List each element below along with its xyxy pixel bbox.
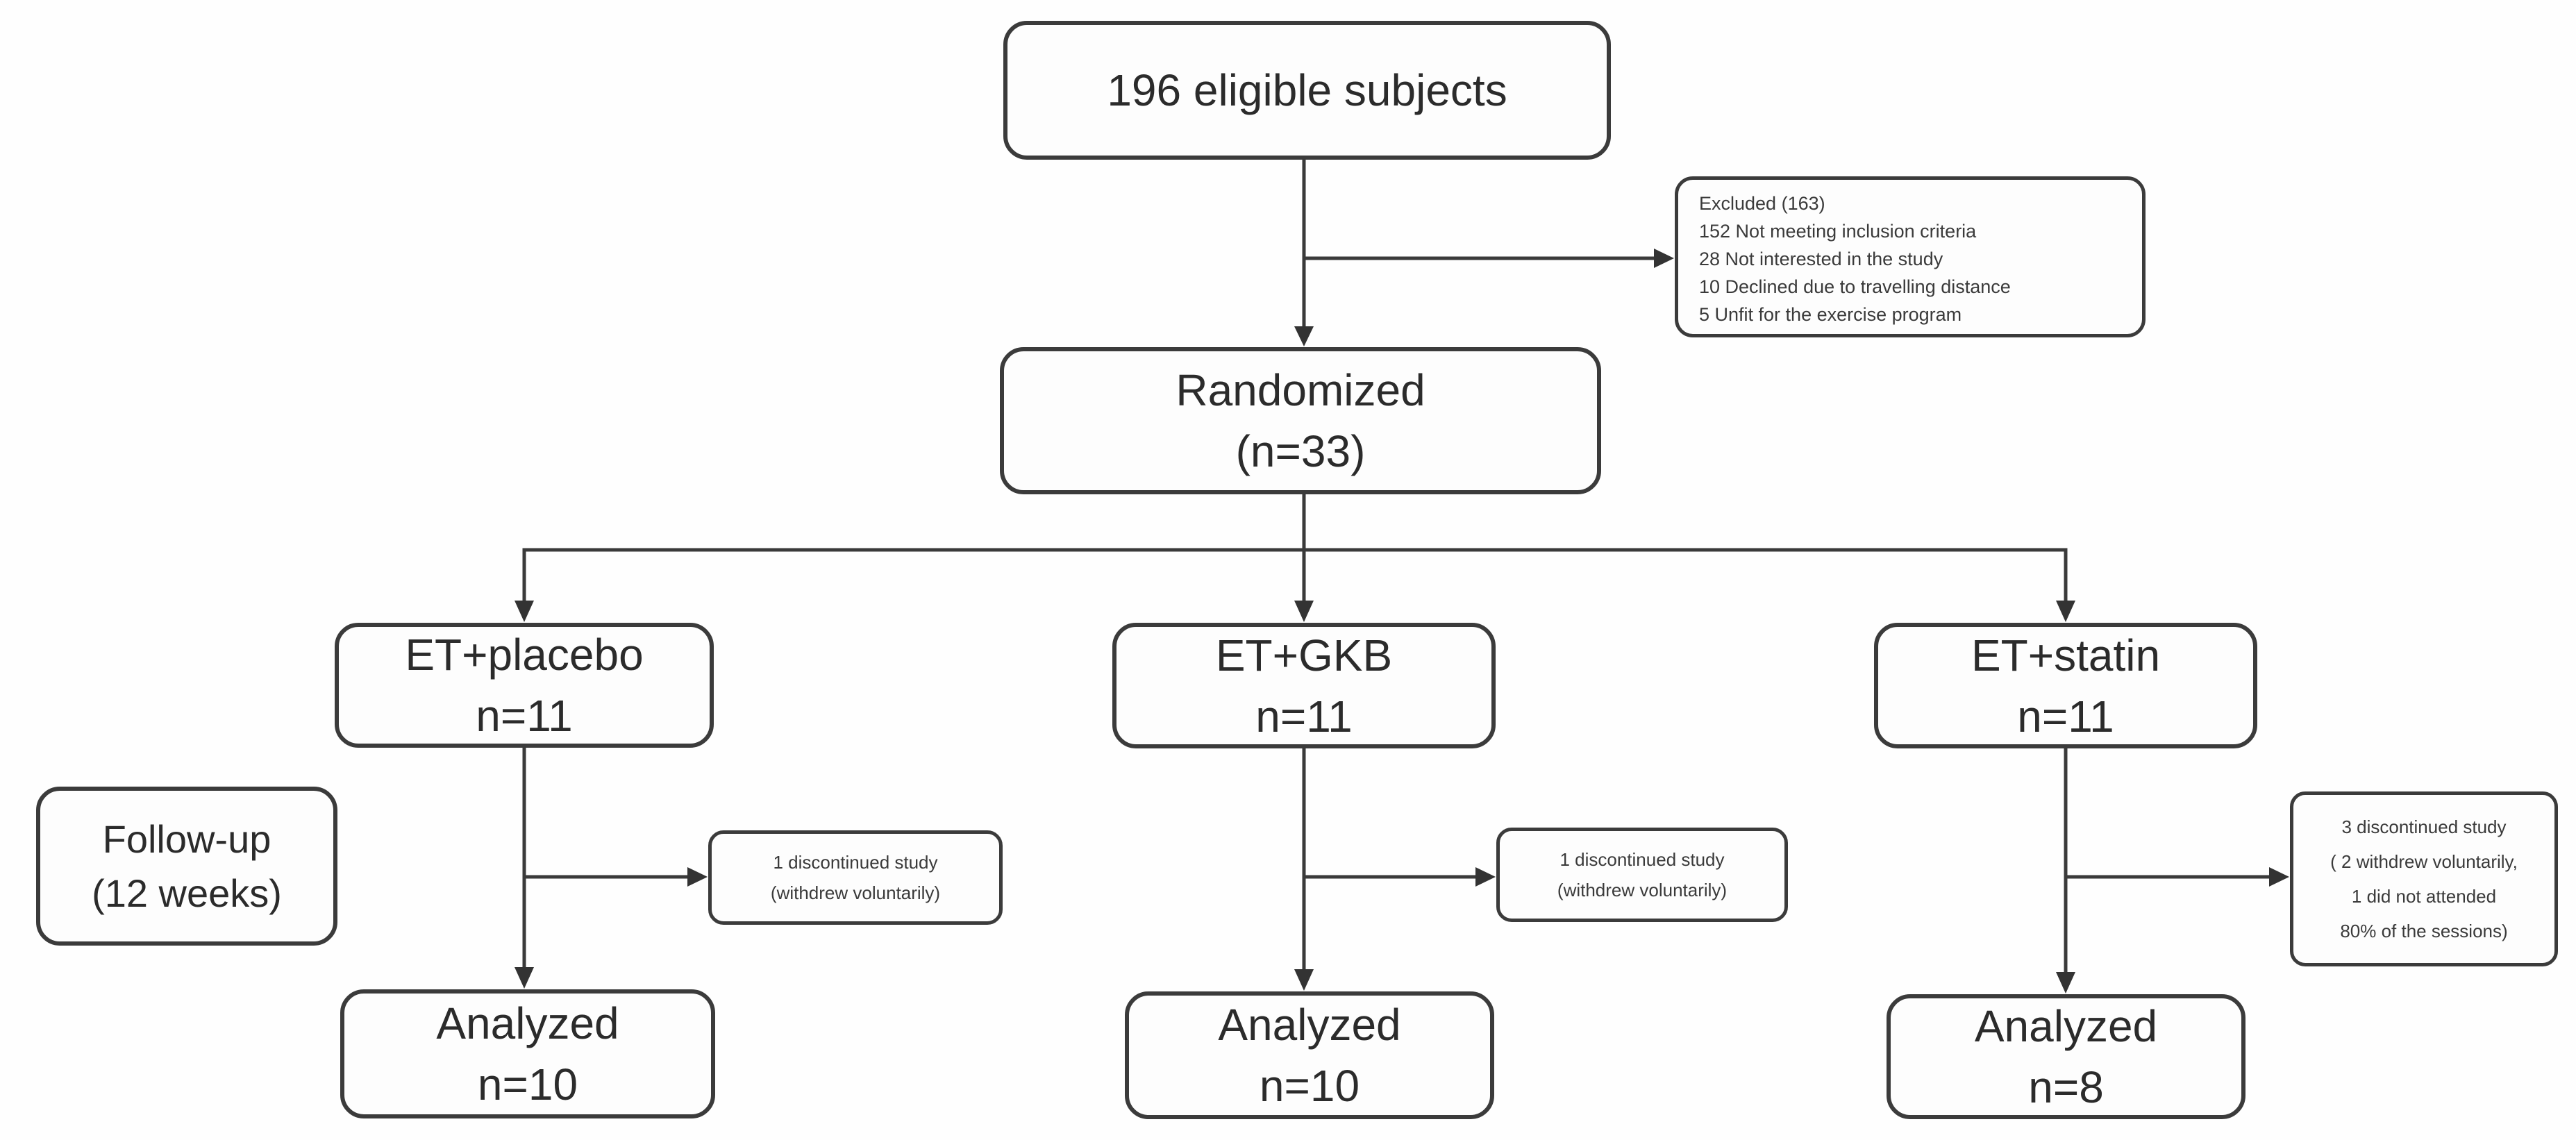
- randomized-n: (n=33): [1235, 426, 1366, 476]
- excluded-reason-1: 152 Not meeting inclusion criteria: [1699, 221, 1977, 242]
- arrowhead-dropout-placebo: [687, 867, 708, 887]
- analyzed-et-placebo-n: n=10: [477, 1059, 578, 1109]
- dropout-et-statin-line4: 80% of the sessions): [2340, 921, 2508, 941]
- excluded-box: Excluded (163) 152 Not meeting inclusion…: [1675, 176, 2146, 337]
- excluded-reason-2: 28 Not interested in the study: [1699, 249, 1943, 269]
- analyzed-et-statin-n: n=8: [2028, 1062, 2104, 1112]
- excluded-reason-3: 10 Declined due to travelling distance: [1699, 276, 2011, 297]
- arrowhead-analyzed-placebo: [515, 967, 534, 989]
- dropout-et-placebo-line2: (withdrew voluntarily): [770, 882, 941, 903]
- dropout-et-statin-line1: 3 discontinued study: [2341, 816, 2507, 837]
- arm-et-placebo-box: ET+placebo n=11: [335, 623, 714, 748]
- dropout-et-gkb-box: 1 discontinued study (withdrew voluntari…: [1496, 828, 1788, 922]
- eligible-subjects-label: 196 eligible subjects: [1107, 65, 1507, 115]
- arrowhead-arm-placebo: [515, 601, 534, 622]
- arm-et-statin-label: ET+statin: [1971, 630, 2161, 680]
- dropout-et-statin-box: 3 discontinued study ( 2 withdrew volunt…: [2290, 791, 2558, 966]
- arm-et-statin-n: n=11: [2017, 691, 2114, 741]
- arm-et-gkb-n: n=11: [1255, 691, 1353, 741]
- arm-et-gkb-label: ET+GKB: [1215, 630, 1393, 680]
- followup-label: Follow-up: [102, 816, 271, 861]
- dropout-et-statin-line2: ( 2 withdrew voluntarily,: [2330, 851, 2518, 872]
- analyzed-et-gkb-label: Analyzed: [1218, 1000, 1401, 1050]
- eligible-subjects-box: 196 eligible subjects: [1003, 21, 1611, 160]
- analyzed-et-gkb-box: Analyzed n=10: [1125, 991, 1494, 1119]
- randomized-label: Randomized: [1176, 365, 1425, 415]
- dropout-et-placebo-box: 1 discontinued study (withdrew voluntari…: [708, 830, 1003, 925]
- analyzed-et-statin-box: Analyzed n=8: [1887, 994, 2245, 1119]
- arm-et-gkb-box: ET+GKB n=11: [1112, 623, 1496, 748]
- excluded-title: Excluded (163): [1699, 193, 1825, 214]
- followup-duration: (12 weeks): [92, 871, 282, 915]
- excluded-reason-4: 5 Unfit for the exercise program: [1699, 304, 1962, 325]
- analyzed-et-placebo-box: Analyzed n=10: [340, 989, 715, 1118]
- analyzed-et-gkb-n: n=10: [1259, 1061, 1360, 1111]
- arm-et-statin-box: ET+statin n=11: [1874, 623, 2257, 748]
- arrowhead-excluded: [1654, 249, 1674, 268]
- dropout-et-statin-line3: 1 did not attended: [2351, 886, 2497, 907]
- dropout-et-gkb-line1: 1 discontinued study: [1559, 849, 1725, 870]
- arrowhead-dropout-gkb: [1475, 867, 1496, 887]
- randomized-box: Randomized (n=33): [1000, 347, 1601, 494]
- arrowhead-arm-statin: [2056, 601, 2075, 622]
- arrowhead-arm-gkb: [1294, 601, 1314, 622]
- dropout-et-gkb-line2: (withdrew voluntarily): [1557, 880, 1728, 900]
- followup-box: Follow-up (12 weeks): [36, 787, 337, 946]
- arrowhead-randomized: [1294, 326, 1314, 346]
- arm-et-placebo-n: n=11: [476, 691, 573, 741]
- dropout-et-placebo-line1: 1 discontinued study: [773, 852, 938, 873]
- arrowhead-analyzed-statin: [2056, 972, 2075, 994]
- arrowhead-dropout-statin: [2269, 867, 2289, 887]
- analyzed-et-placebo-label: Analyzed: [436, 998, 619, 1048]
- arrowhead-analyzed-gkb: [1294, 969, 1314, 991]
- arm-et-placebo-label: ET+placebo: [405, 630, 644, 680]
- analyzed-et-statin-label: Analyzed: [1974, 1001, 2158, 1051]
